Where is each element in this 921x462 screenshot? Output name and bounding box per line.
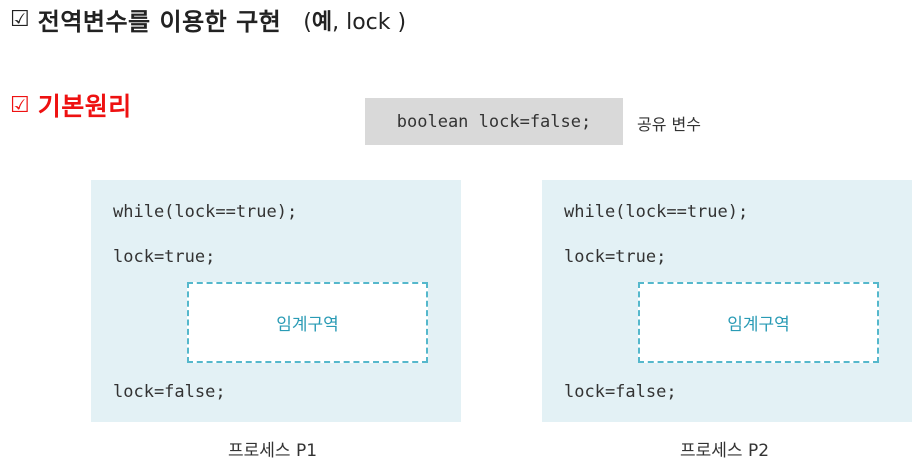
- lock-false-line: lock=false;: [564, 382, 677, 402]
- critical-section-label: 임계구역: [727, 315, 790, 335]
- shared-variable-label: 공유 변수: [637, 115, 701, 134]
- critical-section-box: 임계구역: [638, 282, 879, 363]
- heading-title: 기본원리: [37, 92, 132, 121]
- heading-basic-principle: ☑ 기본원리: [10, 87, 132, 123]
- heading-title: 전역변수를 이용한 구현: [37, 8, 282, 36]
- note-rest: , lock ): [332, 9, 407, 35]
- while-line: while(lock==true);: [113, 202, 298, 222]
- note-prefix: (: [303, 9, 312, 35]
- lock-true-line: lock=true;: [564, 247, 667, 267]
- shared-variable-code: boolean lock=false;: [365, 98, 623, 145]
- while-line: while(lock==true);: [564, 202, 749, 222]
- lock-true-line: lock=true;: [113, 247, 216, 267]
- lock-false-line: lock=false;: [113, 382, 226, 402]
- critical-section-box: 임계구역: [187, 282, 428, 363]
- heading-note: (예, lock ): [303, 4, 406, 36]
- note-bold: 예: [311, 9, 333, 35]
- process-p2-caption: 프로세스 P2: [680, 441, 770, 461]
- checkbox-icon: ☑: [10, 92, 30, 118]
- checkbox-icon: ☑: [10, 7, 30, 32]
- process-p1-panel: while(lock==true); lock=true; 임계구역 lock=…: [91, 180, 461, 422]
- critical-section-label: 임계구역: [276, 315, 339, 335]
- process-p2-panel: while(lock==true); lock=true; 임계구역 lock=…: [542, 180, 912, 422]
- process-p1-caption: 프로세스 P1: [228, 441, 318, 461]
- heading-global-variable: ☑ 전역변수를 이용한 구현 (예, lock ): [10, 2, 406, 37]
